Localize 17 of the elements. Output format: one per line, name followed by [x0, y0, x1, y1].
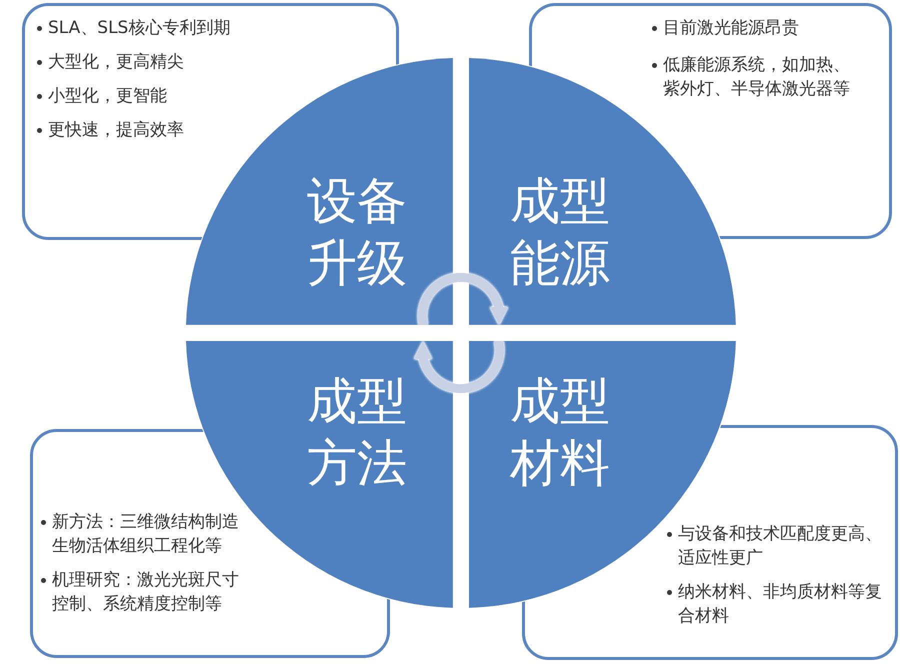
circle-quadrant	[186, 58, 453, 325]
quadrant-label: 成型能源	[509, 170, 611, 294]
curved-arrow	[418, 272, 508, 328]
bullet-point-text: 目前激光能源昂贵	[663, 17, 799, 40]
bullet-point-text: 小型化，更智能	[48, 85, 167, 108]
quadrant-label: 成型方法	[306, 371, 408, 494]
bullet-point-text: 新方法：三维微结构制造生物活体组织工程化等	[52, 511, 240, 558]
curved-arrow	[414, 338, 504, 394]
bullet-point-text: 纳米材料、非均质材料等复合材料	[678, 581, 883, 628]
bullet-point-text: SLA、SLS核心专利到期	[48, 17, 230, 40]
bullet-point-text: 更快速，提高效率	[48, 119, 184, 142]
bullet-point-text: 机理研究：激光光斑尺寸控制、系统精度控制等	[52, 569, 240, 616]
bullet-point-text: 低廉能源系统，如加热、紫外灯、半导体激光器等	[663, 54, 851, 101]
quadrant-label: 成型材料	[508, 371, 611, 494]
bullet-point-text: 与设备和技术匹配度更高、适应性更广	[678, 523, 883, 570]
bullet-point-text: 大型化，更高精尖	[48, 51, 184, 74]
quadrant-label: 设备升级	[306, 170, 408, 294]
